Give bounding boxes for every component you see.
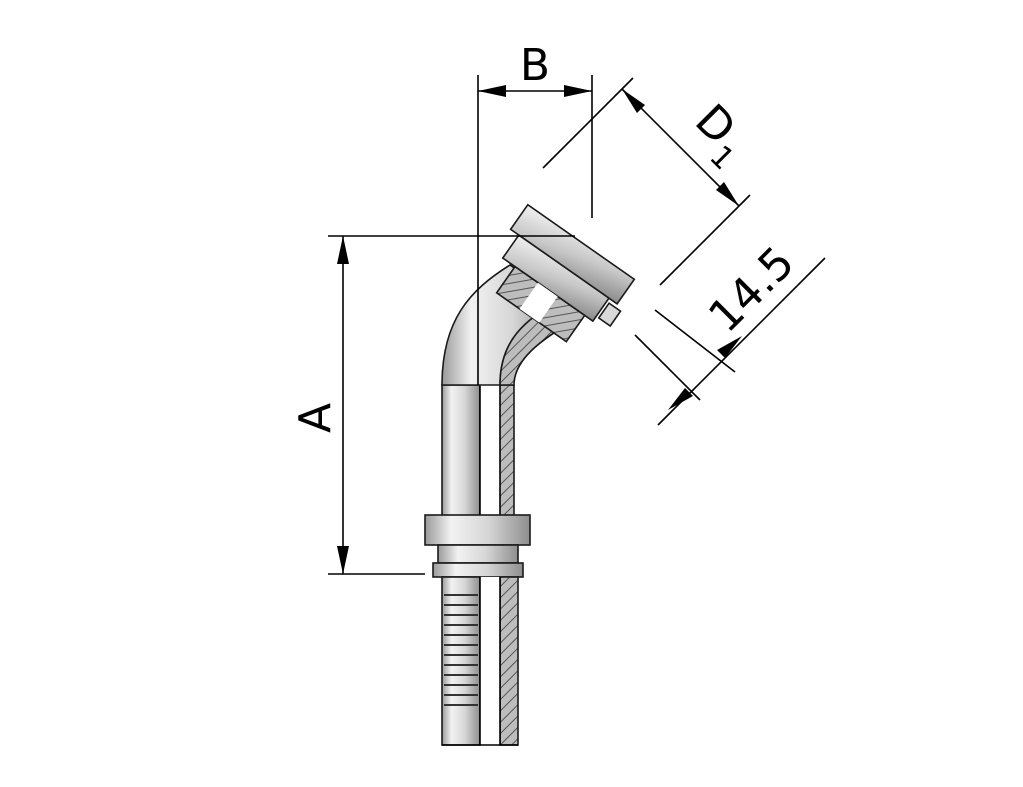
- flange-head: [495, 203, 636, 343]
- collar-neck: [437, 544, 519, 564]
- dimension-a: A: [290, 235, 575, 575]
- collar-ring: [432, 562, 524, 578]
- dimension-14-5-label: 14.5: [699, 237, 804, 342]
- dimension-14-5: 14.5: [634, 237, 826, 426]
- dimension-b-label: B: [520, 40, 550, 91]
- dimension-d1-label: D: [685, 95, 745, 155]
- dimension-b: B: [477, 40, 593, 385]
- pipe-outer-left: [441, 384, 481, 521]
- arrow-14-5-lower: [668, 388, 693, 410]
- arrow-b-right: [564, 85, 592, 97]
- hose-tail: [441, 576, 519, 746]
- arrow-a-top: [337, 236, 349, 264]
- arrow-14-5-upper: [717, 336, 742, 358]
- arrow-d1-top: [622, 89, 645, 113]
- arrow-b-left: [478, 85, 506, 97]
- arrow-a-bottom: [337, 546, 349, 574]
- dimension-a-label: A: [290, 403, 341, 433]
- arrow-d1-bottom: [716, 182, 739, 206]
- hex-collar: [424, 514, 531, 546]
- fitting-body: [424, 203, 636, 746]
